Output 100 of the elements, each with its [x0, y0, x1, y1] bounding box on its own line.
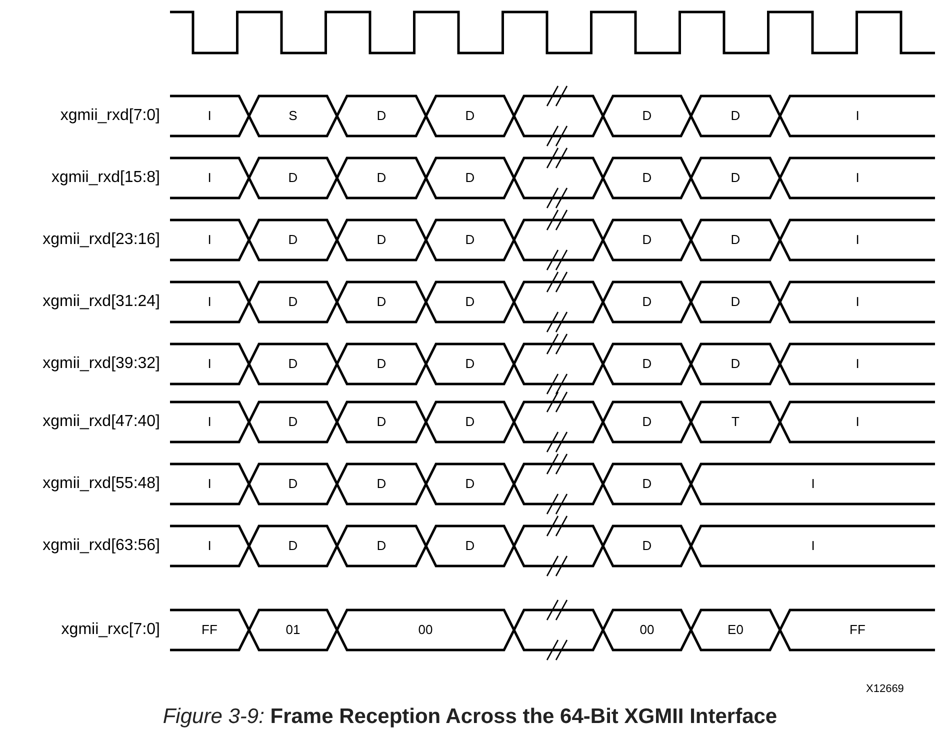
bus-value: I — [208, 232, 212, 248]
bus-value: D — [642, 414, 652, 430]
bus-segment — [691, 464, 935, 504]
bus-segment — [603, 526, 691, 566]
bus-value: D — [730, 356, 740, 372]
bus-value: FF — [202, 622, 218, 638]
bus-segment — [249, 402, 337, 442]
bus-segment — [249, 344, 337, 384]
bus-segment — [249, 220, 337, 260]
bus-value: D — [376, 108, 386, 124]
bus-segment — [514, 96, 603, 136]
bus-value: D — [288, 476, 298, 492]
bus-segment — [691, 96, 780, 136]
bus-segment — [249, 282, 337, 322]
bus-value: D — [376, 232, 386, 248]
bus-value: D — [642, 232, 652, 248]
bus-segment — [514, 158, 603, 198]
bus-segment — [603, 96, 691, 136]
bus-value: I — [208, 538, 212, 554]
bus-segment — [249, 526, 337, 566]
bus-value: D — [642, 294, 652, 310]
bus-segment — [249, 158, 337, 198]
bus-segment — [514, 610, 603, 650]
bus-segment — [337, 610, 514, 650]
bus-segment — [691, 402, 780, 442]
bus-value: S — [288, 108, 298, 124]
bus-segment — [780, 220, 935, 260]
bus-value: D — [376, 476, 386, 492]
bus-segment — [514, 344, 603, 384]
bus-segment — [426, 282, 514, 322]
bus-segment — [603, 282, 691, 322]
bus-value: D — [376, 356, 386, 372]
bus-value: D — [376, 294, 386, 310]
bus-segment — [337, 282, 426, 322]
bus-value: I — [208, 476, 212, 492]
bus-value: I — [856, 294, 860, 310]
bus-segment — [780, 344, 935, 384]
signal-name: xgmii_rxd[23:16] — [42, 230, 160, 250]
bus-value: I — [856, 108, 860, 124]
bus-value: D — [465, 232, 475, 248]
bus-segment — [426, 344, 514, 384]
bus-segment — [514, 464, 603, 504]
bus-value: D — [376, 538, 386, 554]
bus-segment — [170, 402, 249, 442]
bus-value: I — [856, 232, 860, 248]
bus-value: D — [642, 108, 652, 124]
bus-segment — [337, 96, 426, 136]
bus-segment — [170, 610, 249, 650]
bus-value: D — [465, 170, 475, 186]
bus-value: I — [208, 356, 212, 372]
bus-segment — [170, 526, 249, 566]
bus-value: D — [288, 232, 298, 248]
bus-segment — [337, 402, 426, 442]
bus-value: I — [208, 294, 212, 310]
bus-segment — [426, 158, 514, 198]
bus-value: D — [465, 108, 475, 124]
bus-segment — [249, 610, 337, 650]
bus-segment — [603, 158, 691, 198]
bus-value: 01 — [286, 622, 300, 638]
signal-name: xgmii_rxc[7:0] — [61, 620, 160, 640]
bus-value: D — [288, 356, 298, 372]
bus-segment — [603, 220, 691, 260]
bus-segment — [691, 220, 780, 260]
bus-value: I — [856, 170, 860, 186]
signal-name: xgmii_rxd[63:56] — [42, 536, 160, 556]
bus-value: D — [288, 414, 298, 430]
signal-name: xgmii_rxd[31:24] — [42, 292, 160, 312]
bus-segment — [170, 220, 249, 260]
bus-value: D — [730, 108, 740, 124]
bus-segment — [514, 282, 603, 322]
bus-value: I — [208, 108, 212, 124]
bus-segment — [249, 464, 337, 504]
bus-value: 00 — [418, 622, 433, 638]
bus-segment — [426, 464, 514, 504]
bus-segment — [603, 464, 691, 504]
bus-value: I — [811, 538, 815, 554]
bus-segment — [780, 402, 935, 442]
bus-value: D — [465, 356, 475, 372]
bus-value: D — [288, 170, 298, 186]
bus-segment — [170, 344, 249, 384]
signal-name: xgmii_rxd[47:40] — [42, 412, 160, 432]
bus-value: I — [856, 356, 860, 372]
bus-segment — [780, 158, 935, 198]
signal-name: xgmii_rxd[55:48] — [42, 474, 160, 494]
bus-value: D — [730, 294, 740, 310]
bus-value: FF — [850, 622, 866, 638]
bus-value: T — [732, 414, 740, 430]
bus-value: D — [376, 170, 386, 186]
bus-value: D — [288, 294, 298, 310]
bus-segment — [426, 96, 514, 136]
bus-value: D — [465, 414, 475, 430]
signal-name: xgmii_rxd[15:8] — [52, 168, 160, 188]
bus-value: D — [465, 538, 475, 554]
signal-name: xgmii_rxd[7:0] — [60, 106, 160, 126]
bus-value: D — [730, 170, 740, 186]
bus-value: I — [208, 414, 212, 430]
figure-id: X12669 — [866, 682, 904, 696]
bus-segment — [691, 526, 935, 566]
bus-value: I — [208, 170, 212, 186]
bus-segment — [514, 220, 603, 260]
